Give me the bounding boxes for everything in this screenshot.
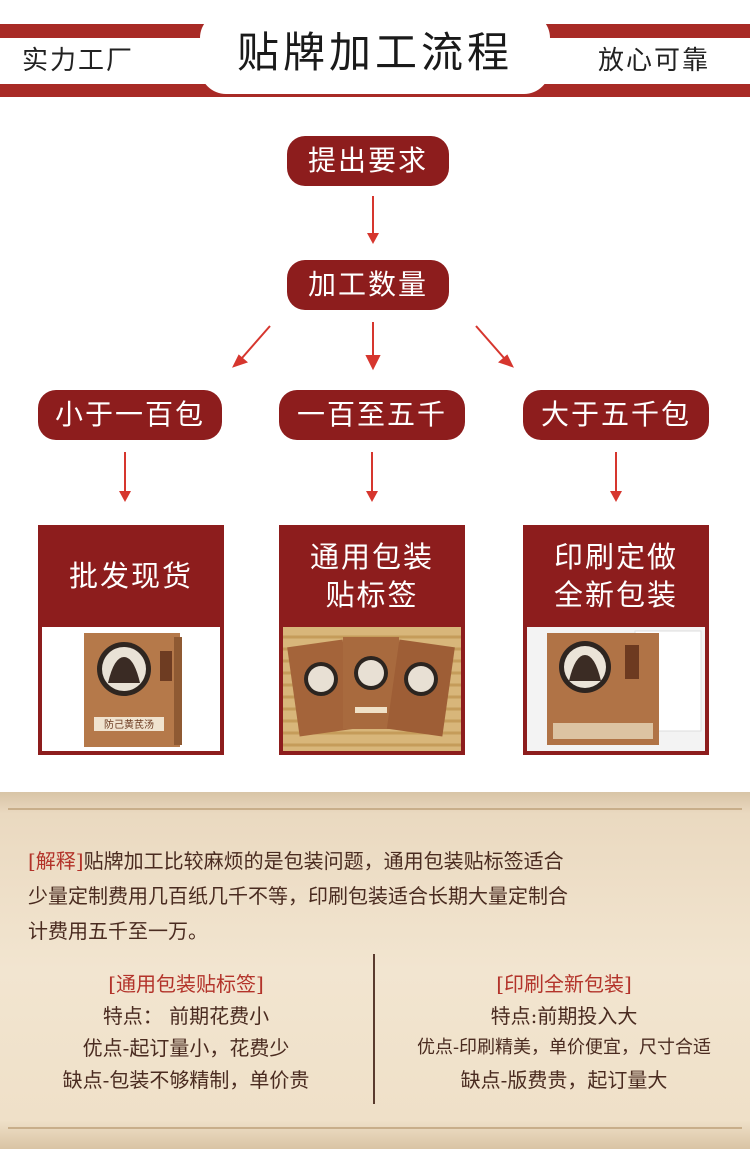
explain-tag: [解释] — [28, 849, 84, 873]
notes-panel: [解释]贴牌加工比较麻烦的是包装问题，通用包装贴标签适合 少量定制费用几百纸几千… — [0, 792, 750, 1149]
summary-line: 优点-起订量小，花费少 — [8, 1032, 364, 1064]
header-left-slogan: 实力工厂 — [22, 38, 134, 84]
divider — [8, 808, 742, 810]
product-box-image: 防己黄芪汤 — [42, 627, 220, 751]
branch-over-5000: 大于五千包 — [523, 390, 709, 440]
explanation-text: [解释]贴牌加工比较麻烦的是包装问题，通用包装贴标签适合 少量定制费用几百纸几千… — [28, 844, 728, 949]
card-title-line: 贴标签 — [310, 576, 434, 614]
card-title-line: 印刷定做 — [554, 538, 678, 576]
sachet-image — [283, 627, 461, 751]
arrow-down — [371, 452, 373, 492]
arrow-left-head — [234, 356, 246, 366]
card-title: 印刷定做 全新包装 — [523, 525, 709, 627]
arrow-down — [372, 196, 374, 234]
arrow-down-head — [366, 491, 378, 502]
arrow-left-line — [242, 326, 270, 358]
summary-line: 特点:前期投入大 — [384, 1000, 744, 1032]
arrow-down-head — [367, 233, 379, 244]
generic-package-summary: [通用包装贴标签] 特点： 前期花费小 优点-起订量小，花费少 缺点-包装不够精… — [8, 968, 364, 1096]
arrow-center-head — [367, 356, 379, 368]
branch-under-100: 小于一百包 — [38, 390, 222, 440]
card-title-line: 批发现货 — [69, 557, 193, 595]
summary-line: 优点-印刷精美，单价便宜，尺寸合适 — [384, 1032, 744, 1064]
card-title-line: 通用包装 — [310, 538, 434, 576]
card-custom-print: 印刷定做 全新包装 — [523, 525, 709, 755]
summary-title: [印刷全新包装] — [384, 968, 744, 1000]
step-submit-requirements: 提出要求 — [287, 136, 449, 186]
divider — [8, 1127, 742, 1129]
printed-box-image — [527, 627, 705, 751]
page-title: 贴牌加工流程 — [200, 12, 550, 94]
arrow-right-head — [500, 356, 512, 366]
explain-line: 贴牌加工比较麻烦的是包装问题，通用包装贴标签适合 — [84, 849, 564, 873]
explain-line: 少量定制费用几百纸几千不等，印刷包装适合长期大量定制合 — [28, 879, 728, 914]
header-right-slogan: 放心可靠 — [598, 38, 710, 84]
column-divider — [373, 954, 375, 1104]
branch-arrows — [0, 318, 750, 378]
arrow-down-head — [119, 491, 131, 502]
card-title-line: 全新包装 — [554, 576, 678, 614]
arrow-down — [615, 452, 617, 492]
arrow-down — [124, 452, 126, 492]
custom-print-summary: [印刷全新包装] 特点:前期投入大 优点-印刷精美，单价便宜，尺寸合适 缺点-版… — [384, 968, 744, 1096]
card-generic-package: 通用包装 贴标签 — [279, 525, 465, 755]
summary-line: 缺点-版费贵，起订量大 — [384, 1064, 744, 1096]
summary-line: 缺点-包装不够精制，单价贵 — [8, 1064, 364, 1096]
box-label: 防己黄芪汤 — [104, 718, 154, 731]
step-quantity: 加工数量 — [287, 260, 449, 310]
card-title: 通用包装 贴标签 — [279, 525, 465, 627]
arrow-down-head — [610, 491, 622, 502]
branch-100-to-5000: 一百至五千 — [279, 390, 465, 440]
summary-line: 特点： 前期花费小 — [8, 1000, 364, 1032]
explain-line: 计费用五千至一万。 — [28, 914, 728, 949]
summary-title: [通用包装贴标签] — [8, 968, 364, 1000]
arrow-right-line — [476, 326, 504, 358]
card-wholesale-stock: 批发现货 防己黄芪汤 — [38, 525, 224, 755]
card-title: 批发现货 — [38, 525, 224, 627]
